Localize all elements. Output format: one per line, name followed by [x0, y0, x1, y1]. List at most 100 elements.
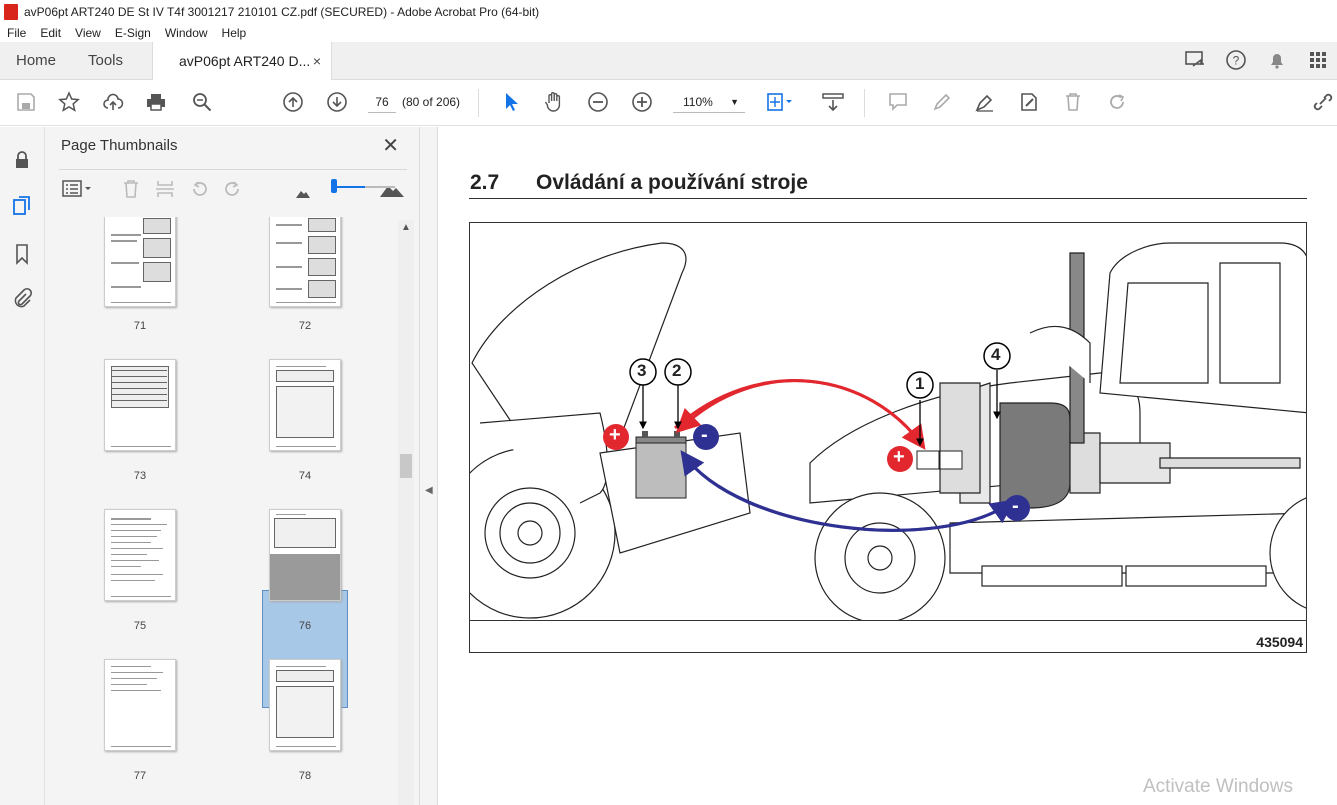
- page-number-input[interactable]: 76: [368, 91, 396, 113]
- callout-circles: [629, 342, 1011, 399]
- thumbnail-page[interactable]: [104, 659, 176, 751]
- thumbnail-options-icon[interactable]: [61, 178, 95, 205]
- plus-marker-starter: +: [893, 446, 905, 468]
- starter-terminals: [916, 450, 963, 470]
- hand-tool-icon[interactable]: [542, 91, 566, 115]
- thumbnail-scrollbar[interactable]: ▲: [398, 220, 414, 805]
- title-bar: avP06pt ART240 DE St IV T4f 3001217 2101…: [0, 0, 1337, 24]
- thumbnail-page[interactable]: [104, 509, 176, 601]
- thumbnail-label: 78: [298, 770, 312, 782]
- thumbnail-page[interactable]: [269, 359, 341, 451]
- select-cursor-icon[interactable]: [499, 91, 523, 115]
- lock-icon[interactable]: [11, 149, 33, 171]
- upload-cloud-icon[interactable]: [101, 91, 125, 115]
- apps-grid-icon[interactable]: [1307, 49, 1329, 71]
- zoom-out-icon[interactable]: [586, 91, 610, 115]
- thumbnail-label: 73: [133, 470, 147, 482]
- sign-pen-icon[interactable]: [973, 91, 997, 115]
- menu-window[interactable]: Window: [164, 26, 208, 40]
- zoom-select[interactable]: 110%▼: [673, 91, 745, 113]
- page-thumbnails-icon[interactable]: [11, 195, 33, 217]
- tab-home[interactable]: Home: [16, 52, 57, 69]
- thumbnail-page[interactable]: [104, 217, 176, 307]
- menu-file[interactable]: File: [7, 26, 27, 40]
- menu-edit[interactable]: Edit: [40, 26, 62, 40]
- share-link-icon[interactable]: [1311, 91, 1335, 115]
- larger-thumbnails-icon[interactable]: [379, 180, 405, 203]
- menu-help[interactable]: Help: [221, 26, 247, 40]
- menu-view[interactable]: View: [75, 26, 101, 40]
- window-title: avP06pt ART240 DE St IV T4f 3001217 2101…: [24, 5, 540, 19]
- thumbnail-page[interactable]: [269, 217, 341, 307]
- comment-icon[interactable]: [886, 91, 910, 115]
- main-toolbar: [0, 80, 1337, 126]
- panel-divider[interactable]: ◀: [420, 127, 438, 805]
- delete-trash-icon[interactable]: [1061, 91, 1085, 115]
- close-panel-icon[interactable]: ✕: [382, 135, 399, 157]
- thumbnail-size-slider-fill: [335, 186, 365, 188]
- left-rail: [0, 127, 45, 805]
- callout-2: 2: [672, 361, 682, 380]
- red-jump-cable-start: [675, 379, 924, 446]
- thumbnail-label: 75: [133, 620, 147, 632]
- plus-marker-battery: +: [609, 424, 621, 446]
- delete-pages-icon[interactable]: [121, 178, 141, 205]
- star-bookmark-icon[interactable]: [57, 91, 81, 115]
- zoom-search-icon[interactable]: [190, 91, 214, 115]
- thumbnail-label: 74: [298, 470, 312, 482]
- callout-4: 4: [991, 345, 1001, 364]
- tab-document-label: avP06pt ART240 D...: [179, 53, 311, 69]
- bookmark-icon[interactable]: [11, 243, 33, 265]
- figure-frame: 3 2 1 4 + - + - 435094: [469, 222, 1307, 653]
- thumbnail-label: 77: [133, 770, 147, 782]
- svg-text:?: ?: [1233, 54, 1240, 68]
- next-page-icon[interactable]: [325, 91, 349, 115]
- scrollbar-handle[interactable]: [400, 454, 412, 478]
- collapse-panel-icon[interactable]: ◀: [425, 485, 433, 496]
- minus-marker-ground: -: [1012, 495, 1019, 517]
- thumbnail-size-slider-handle[interactable]: [331, 179, 337, 193]
- scroll-up-icon[interactable]: ▲: [401, 222, 411, 233]
- smaller-thumbnails-icon[interactable]: [295, 184, 311, 204]
- highlight-pen-icon[interactable]: [930, 91, 954, 115]
- attachment-paperclip-icon[interactable]: [11, 287, 33, 309]
- jump-start-diagram: [470, 242, 1306, 620]
- scroll-mode-icon[interactable]: [821, 91, 845, 115]
- panel-title: Page Thumbnails: [61, 137, 178, 154]
- minus-marker-battery: -: [701, 424, 708, 446]
- activate-windows-watermark: Activate Windows: [1143, 776, 1293, 797]
- share-screen-icon[interactable]: [1184, 49, 1206, 71]
- heading-rule: [469, 198, 1307, 199]
- machine-body: [809, 371, 1306, 587]
- notifications-bell-icon[interactable]: [1266, 49, 1288, 71]
- print-icon[interactable]: [144, 91, 168, 115]
- panel-toolbar: [59, 169, 407, 209]
- zoom-in-icon[interactable]: [630, 91, 654, 115]
- extract-pages-icon[interactable]: [155, 178, 175, 205]
- save-icon[interactable]: [14, 91, 38, 115]
- tab-tools[interactable]: Tools: [88, 52, 124, 69]
- thumbnail-page[interactable]: [104, 359, 176, 451]
- rotate-left-icon[interactable]: [189, 178, 211, 205]
- tab-bar: Home Tools avP06pt ART240 D... ×: [0, 42, 1337, 81]
- rotate-right-icon[interactable]: [221, 178, 243, 205]
- polarity-markers: [603, 424, 1030, 521]
- thumbnail-page[interactable]: [269, 659, 341, 751]
- redo-icon[interactable]: [1105, 91, 1129, 115]
- thumbnail-size-slider-track[interactable]: [365, 186, 395, 188]
- cab: [1029, 242, 1306, 444]
- section-number: 2.7: [470, 171, 500, 194]
- tab-document[interactable]: avP06pt ART240 D... ×: [152, 42, 332, 81]
- zoom-value: 110%: [683, 95, 713, 109]
- previous-page-icon[interactable]: [281, 91, 305, 115]
- thumbnail-page-current[interactable]: [269, 509, 341, 601]
- callout-3: 3: [637, 361, 647, 380]
- figure-caption-rule: [470, 620, 1306, 621]
- fit-page-icon[interactable]: [765, 91, 792, 115]
- menu-esign[interactable]: E-Sign: [114, 26, 151, 40]
- edit-pdf-icon[interactable]: [1017, 91, 1041, 115]
- help-icon[interactable]: ?: [1225, 49, 1247, 71]
- close-tab-icon[interactable]: ×: [312, 53, 321, 69]
